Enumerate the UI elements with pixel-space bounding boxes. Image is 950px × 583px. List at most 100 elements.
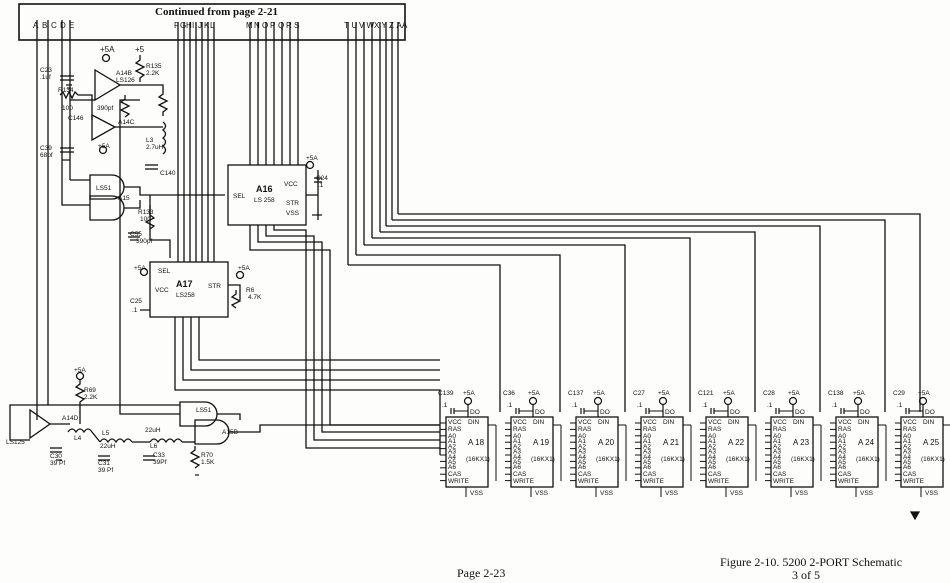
svg-text:+5A: +5A [74,367,86,374]
edge-signal-j: J [198,21,202,30]
svg-text:+5A: +5A [658,390,670,397]
svg-text:+5A: +5A [853,390,865,397]
svg-text:A2: A2 [773,443,781,450]
edge-signal-b: B [42,21,47,30]
edge-signal-k: K [204,21,210,30]
svg-text:R70: R70 [201,452,213,459]
svg-text:+5A: +5A [98,143,110,150]
svg-text:VCC: VCC [284,181,298,188]
svg-text:DO: DO [600,409,610,416]
svg-text:VSS: VSS [600,490,614,497]
svg-text:R135: R135 [146,63,162,70]
svg-text:SEL: SEL [233,193,246,200]
svg-text:A4: A4 [448,454,456,461]
svg-text:A 22: A 22 [728,438,745,447]
svg-text:100: 100 [140,216,151,223]
svg-text:STR: STR [286,200,299,207]
svg-text:A1: A1 [513,438,521,445]
svg-text:CAS: CAS [643,471,657,478]
edge-signal-p: P [270,21,275,30]
edge-signal-m: M [246,21,253,30]
svg-text:VCC: VCC [578,419,592,426]
svg-text:VCC: VCC [708,419,722,426]
svg-text:A3: A3 [903,449,911,456]
svg-text:DO: DO [925,409,935,416]
svg-text:A6: A6 [773,464,781,471]
svg-text:RAS: RAS [578,426,592,433]
svg-text:DIN: DIN [793,419,805,426]
svg-text:C139: C139 [438,390,454,397]
svg-text:WRITE: WRITE [903,478,925,485]
svg-text:A4: A4 [773,454,781,461]
svg-text:A3: A3 [448,449,456,456]
svg-text:SEL: SEL [158,268,171,275]
svg-text:VSS: VSS [795,490,809,497]
edge-signal-g: G [180,21,186,30]
svg-text:WRITE: WRITE [708,478,730,485]
svg-text:C137: C137 [568,390,584,397]
svg-text:C146: C146 [68,115,84,122]
svg-text:.1: .1 [507,402,513,409]
svg-text:.1: .1 [897,402,903,409]
svg-text:A3: A3 [578,449,586,456]
svg-text:+5A: +5A [918,390,930,397]
svg-text:R69: R69 [84,387,96,394]
svg-text:VSS: VSS [860,490,874,497]
svg-text:A3: A3 [643,449,651,456]
svg-text:LS126: LS126 [116,77,135,84]
svg-text:VCC: VCC [838,419,852,426]
edge-signal-z: Z [389,21,394,30]
svg-text:CAS: CAS [513,471,527,478]
svg-text:A6: A6 [903,464,911,471]
edge-signal-w: W [367,21,375,30]
svg-text:1.5K: 1.5K [201,459,215,466]
edge-signal-i: I [192,21,194,30]
svg-text:VCC: VCC [513,419,527,426]
svg-text:A1: A1 [773,438,781,445]
svg-text:A6: A6 [708,464,716,471]
svg-text:A2: A2 [643,443,651,450]
svg-text:C30: C30 [50,453,62,460]
svg-text:2.2K: 2.2K [146,70,160,77]
edge-signal-c: C [51,21,57,30]
svg-text:A17: A17 [176,279,193,289]
svg-text:C23: C23 [40,67,52,74]
svg-text:A16: A16 [256,184,273,194]
svg-text:DIN: DIN [533,419,545,426]
svg-text:A1: A1 [838,438,846,445]
svg-text:+5A: +5A [134,265,146,272]
svg-text:A 20: A 20 [598,438,615,447]
svg-text:.1: .1 [132,307,138,314]
svg-text:C55: C55 [130,231,142,238]
svg-text:(16KX1): (16KX1) [466,456,490,463]
svg-text:A3: A3 [513,449,521,456]
svg-text:A1: A1 [578,438,586,445]
svg-text:VSS: VSS [730,490,744,497]
left-component-labels: C23 .1uf +5A +5 A14B LS126 R135 2.2K R13… [6,45,328,474]
svg-text:.1: .1 [767,402,773,409]
edge-signal-a: A [33,21,39,30]
svg-text:A15B: A15B [222,429,238,436]
svg-text:A0: A0 [448,433,456,440]
svg-text:+5A: +5A [528,390,540,397]
svg-text:.1: .1 [637,402,643,409]
svg-text:+5A: +5A [306,155,318,162]
a17-mux [149,261,229,318]
svg-text:R133: R133 [138,209,154,216]
svg-text:L4: L4 [74,435,82,442]
edge-signal-u: U [352,21,358,30]
svg-text:RAS: RAS [773,426,787,433]
svg-text:VSS: VSS [470,490,484,497]
svg-text:WRITE: WRITE [578,478,600,485]
svg-text:RAS: RAS [838,426,852,433]
edge-signal-s: S [294,21,299,30]
svg-text:A2: A2 [838,443,846,450]
svg-text:A 18: A 18 [468,438,485,447]
svg-text:RAS: RAS [903,426,917,433]
svg-text:A4: A4 [838,454,846,461]
svg-text:A 19: A 19 [533,438,550,447]
svg-text:A5: A5 [773,459,781,466]
svg-text:WRITE: WRITE [448,478,470,485]
svg-text:A3: A3 [773,449,781,456]
